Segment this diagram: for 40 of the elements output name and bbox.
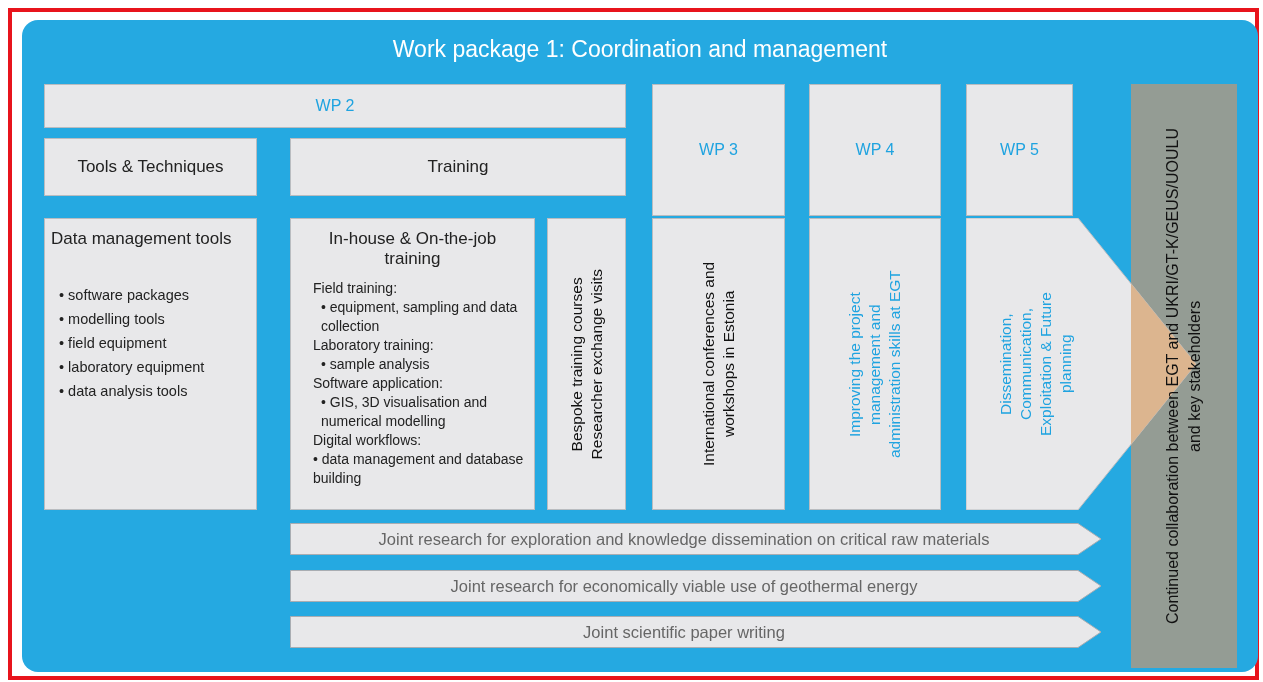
activity-box	[809, 218, 941, 510]
category-label: Training	[290, 138, 626, 196]
box-heading: Data management tools	[51, 229, 233, 249]
box-text: Bespoke training courses	[566, 276, 586, 454]
list-heading: Software application:	[313, 374, 444, 393]
work-package-label: WP 4	[809, 84, 941, 216]
list-heading: Field training:	[313, 279, 399, 298]
collaboration-bar	[1131, 84, 1237, 668]
arrow-text: Joint research for economically viable use of geothermal energy	[450, 576, 918, 596]
activity-banner	[290, 616, 1102, 648]
list-heading: Laboratory training:	[313, 336, 435, 355]
box-heading: In-house & On-the-job training	[327, 229, 498, 269]
work-package-label: WP 2	[44, 84, 626, 128]
panel-title: Work package 1: Coordination and management	[391, 36, 889, 63]
training-list-box	[290, 218, 535, 510]
list-item: • equipment, sampling and data collection	[320, 298, 519, 336]
bar-text: Continued collaboration between EGT and UKRI/GT-K/GEUS/UOULU and key stakeholders	[1163, 127, 1204, 626]
list-heading: Digital workflows:	[313, 431, 423, 450]
list-item: • modelling tools	[59, 311, 166, 327]
arrow-text: Joint scientific paper writing	[583, 622, 785, 642]
category-label: Tools & Techniques	[44, 138, 257, 196]
tools-list-box	[44, 218, 257, 510]
list-item: • data management and database building	[313, 450, 525, 488]
activity-banner	[290, 523, 1102, 555]
box-text: International conferences and workshops in Estonia	[698, 260, 738, 469]
box-text: Researcher exchange visits	[586, 268, 606, 460]
work-package-label: WP 5	[966, 84, 1073, 216]
list-item: • GIS, 3D visualisation and numerical modelling	[320, 393, 488, 431]
activity-box	[652, 218, 785, 510]
arrow-text: Joint research for exploration and knowledge dissemination on critical raw materials	[378, 529, 990, 549]
activity-banner	[290, 570, 1102, 602]
activity-box	[547, 218, 626, 510]
list-item: • sample analysis	[320, 355, 431, 374]
box-text: Dissemination, Communication, Exploitation & Future planning	[996, 291, 1075, 438]
list-item: • software packages	[59, 287, 190, 303]
list-item: • field equipment	[59, 335, 168, 351]
work-package-label: WP 3	[652, 84, 785, 216]
box-text: Improving the project management and administration skills at EGT	[845, 269, 904, 460]
list-item: • laboratory equipment	[59, 359, 206, 375]
list-item: • data analysis tools	[59, 383, 189, 399]
